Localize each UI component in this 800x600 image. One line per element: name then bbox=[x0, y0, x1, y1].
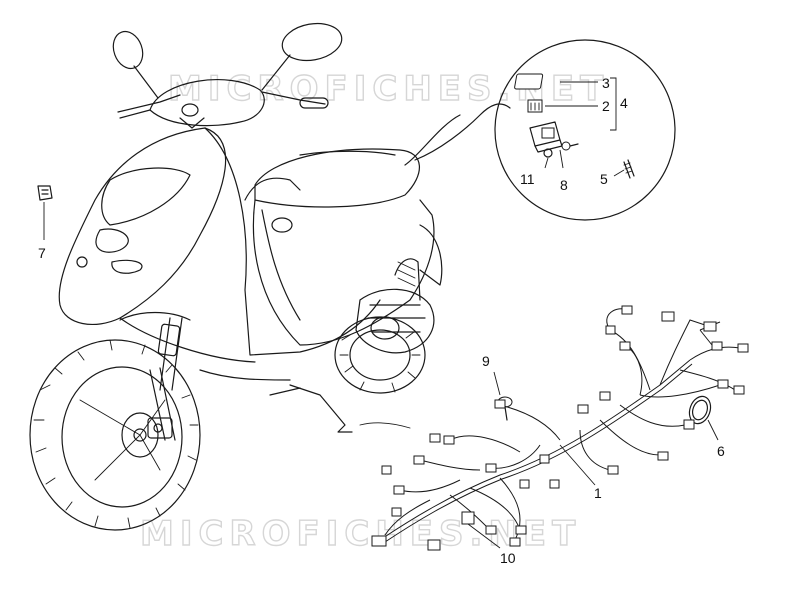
label-6: 6 bbox=[717, 443, 725, 459]
relay-box bbox=[529, 121, 563, 153]
mirror-right bbox=[261, 22, 343, 91]
watermark-bottom: MICROFICHES.NET bbox=[140, 514, 581, 554]
engine bbox=[355, 258, 435, 354]
label-9: 9 bbox=[482, 353, 490, 369]
mirror-left bbox=[112, 30, 159, 99]
label-7: 7 bbox=[38, 245, 46, 261]
label-2: 2 bbox=[602, 98, 610, 114]
label-11: 11 bbox=[520, 171, 535, 187]
harness-connectors bbox=[371, 305, 749, 551]
part-6-ring bbox=[688, 395, 719, 441]
label-8: 8 bbox=[560, 177, 568, 193]
rear-wheel bbox=[334, 316, 426, 394]
wiring-harness bbox=[371, 305, 749, 551]
part-7-clip bbox=[37, 185, 53, 240]
screw-8 bbox=[561, 141, 579, 151]
detail-inset bbox=[404, 39, 676, 221]
front-wheel bbox=[29, 339, 201, 531]
part-5-spring bbox=[623, 159, 635, 179]
part-3-cover bbox=[514, 73, 544, 90]
label-3: 3 bbox=[602, 75, 610, 91]
label-4: 4 bbox=[620, 95, 628, 111]
part-9-bolt bbox=[493, 371, 513, 421]
label-10: 10 bbox=[500, 550, 516, 566]
label-1: 1 bbox=[594, 485, 602, 501]
label-5: 5 bbox=[600, 171, 608, 187]
scooter-illustration bbox=[29, 22, 443, 531]
washer-11 bbox=[543, 148, 553, 158]
